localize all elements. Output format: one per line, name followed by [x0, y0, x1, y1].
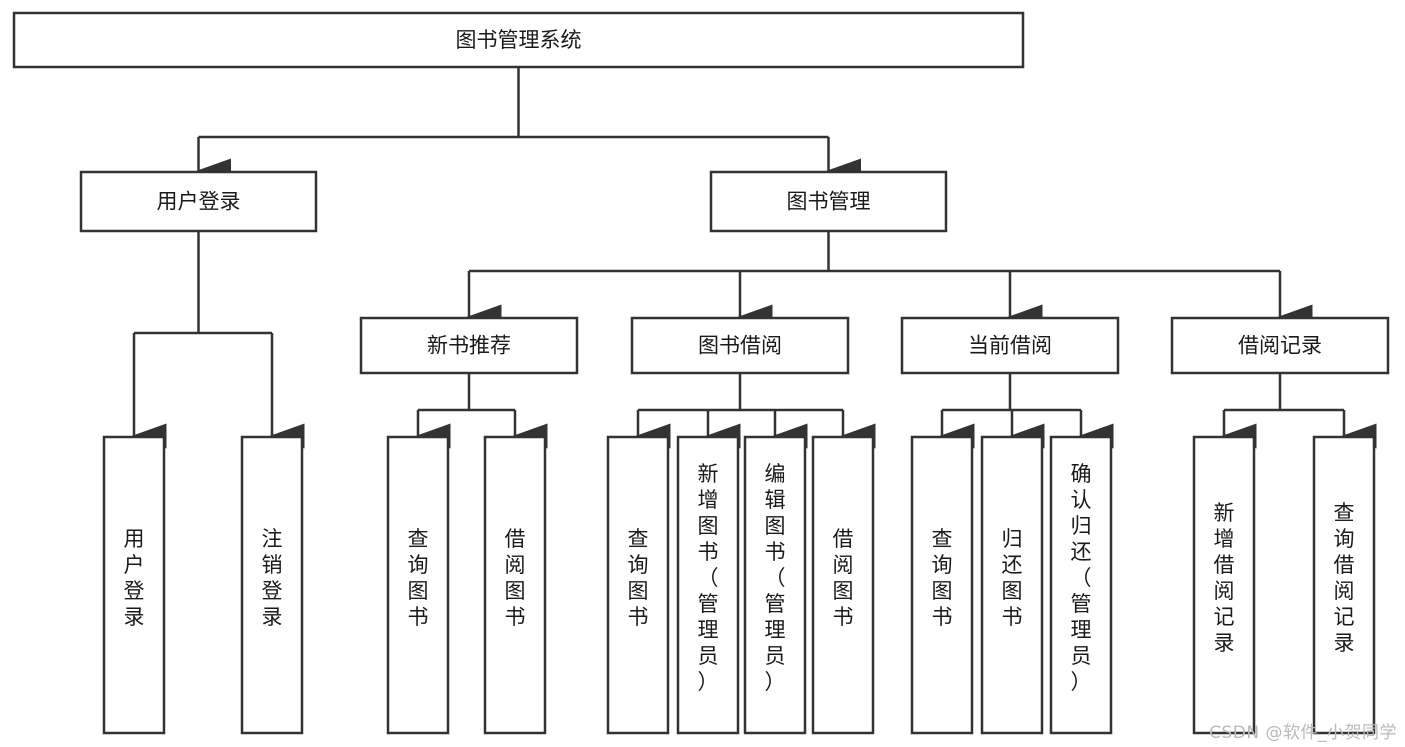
leaf-node-leaf-add-book[interactable]: 新增图书（管理员） [676, 435, 740, 735]
leaf-node-leaf-add-book-box [676, 435, 740, 735]
leaf-node-leaf-query-book-recommend[interactable]: 查询图书 [386, 435, 450, 735]
leaf-node-leaf-return-book[interactable]: 归还图书 [980, 435, 1044, 735]
leaf-node-leaf-user-login[interactable]: 用户登录 [102, 435, 166, 735]
leaf-node-leaf-query-book-current-label: 查询图书 [932, 527, 953, 629]
leaf-node-leaf-borrow-book-recommend[interactable]: 借阅图书 [483, 435, 547, 735]
leaf-node-leaf-borrow-book-label: 借阅图书 [833, 527, 854, 629]
root-node[interactable]: 图书管理系统 [12, 11, 1025, 69]
leaf-node-leaf-query-borrow-record-box [1312, 435, 1376, 735]
level3-node-new-book-recommend[interactable]: 新书推荐 [359, 316, 579, 375]
leaf-node-leaf-user-logout-box [240, 435, 304, 735]
level3-node-borrow-record[interactable]: 借阅记录 [1170, 316, 1390, 375]
leaf-node-leaf-query-book-recommend-box [386, 435, 450, 735]
leaf-node-leaf-confirm-return-label: 确认归还（管理员） [1071, 462, 1092, 694]
level3-node-current-borrow[interactable]: 当前借阅 [900, 316, 1120, 375]
level2-node-book-management-box [709, 170, 948, 233]
leaf-node-leaf-query-book-recommend-label: 查询图书 [408, 527, 429, 629]
level3-node-new-book-recommend-box [359, 316, 579, 375]
leaf-node-leaf-borrow-book[interactable]: 借阅图书 [811, 435, 875, 735]
leaf-node-leaf-query-borrow-record[interactable]: 查询借阅记录 [1312, 435, 1376, 735]
leaf-node-leaf-user-logout[interactable]: 注销登录 [240, 435, 304, 735]
connector-layer [131, 67, 1377, 449]
root-node-label: 图书管理系统 [456, 28, 582, 52]
root-node-box [12, 11, 1025, 69]
leaf-node-leaf-edit-book-label: 编辑图书（管理员） [765, 462, 786, 694]
leaf-node-leaf-borrow-book-recommend-box [483, 435, 547, 735]
leaf-node-leaf-query-book-borrow-label: 查询图书 [628, 527, 649, 629]
watermark-text: CSDN @软件_小贺同学 [1209, 723, 1397, 743]
node-layer: 图书管理系统用户登录图书管理新书推荐图书借阅当前借阅借阅记录用户登录注销登录查询… [12, 11, 1390, 735]
leaf-node-leaf-borrow-book-box [811, 435, 875, 735]
level3-node-borrow-record-box [1170, 316, 1390, 375]
leaf-node-leaf-return-book-label: 归还图书 [1002, 527, 1023, 629]
leaf-node-leaf-add-borrow-record-label: 新增借阅记录 [1214, 501, 1235, 655]
level3-node-current-borrow-label: 当前借阅 [968, 334, 1052, 358]
leaf-node-leaf-user-login-label: 用户登录 [124, 527, 145, 629]
leaf-node-leaf-query-book-borrow-box [606, 435, 670, 735]
level2-node-user-login[interactable]: 用户登录 [79, 170, 318, 233]
leaf-node-leaf-query-borrow-record-label: 查询借阅记录 [1334, 501, 1355, 655]
leaf-node-leaf-user-logout-label: 注销登录 [262, 527, 283, 629]
leaf-node-leaf-add-borrow-record[interactable]: 新增借阅记录 [1192, 435, 1256, 735]
level2-node-book-management-label: 图书管理 [787, 190, 871, 214]
leaf-node-leaf-add-book-label: 新增图书（管理员） [698, 462, 719, 694]
level3-node-book-borrow[interactable]: 图书借阅 [630, 316, 850, 375]
level2-node-user-login-box [79, 170, 318, 233]
leaf-node-leaf-edit-book-box [743, 435, 807, 735]
leaf-node-leaf-edit-book[interactable]: 编辑图书（管理员） [743, 435, 807, 735]
leaf-node-leaf-confirm-return-box [1049, 435, 1113, 735]
level3-node-book-borrow-label: 图书借阅 [698, 334, 782, 358]
level3-node-book-borrow-box [630, 316, 850, 375]
leaf-node-leaf-query-book-borrow[interactable]: 查询图书 [606, 435, 670, 735]
level2-node-user-login-label: 用户登录 [157, 190, 241, 214]
leaf-node-leaf-query-book-current[interactable]: 查询图书 [910, 435, 974, 735]
leaf-node-leaf-user-login-box [102, 435, 166, 735]
leaf-node-leaf-borrow-book-recommend-label: 借阅图书 [505, 527, 526, 629]
level2-node-book-management[interactable]: 图书管理 [709, 170, 948, 233]
leaf-node-leaf-query-book-current-box [910, 435, 974, 735]
level3-node-current-borrow-box [900, 316, 1120, 375]
level3-node-borrow-record-label: 借阅记录 [1238, 334, 1322, 358]
leaf-node-leaf-add-borrow-record-box [1192, 435, 1256, 735]
level3-node-new-book-recommend-label: 新书推荐 [427, 334, 511, 358]
leaf-node-leaf-return-book-box [980, 435, 1044, 735]
leaf-node-leaf-confirm-return[interactable]: 确认归还（管理员） [1049, 435, 1113, 735]
